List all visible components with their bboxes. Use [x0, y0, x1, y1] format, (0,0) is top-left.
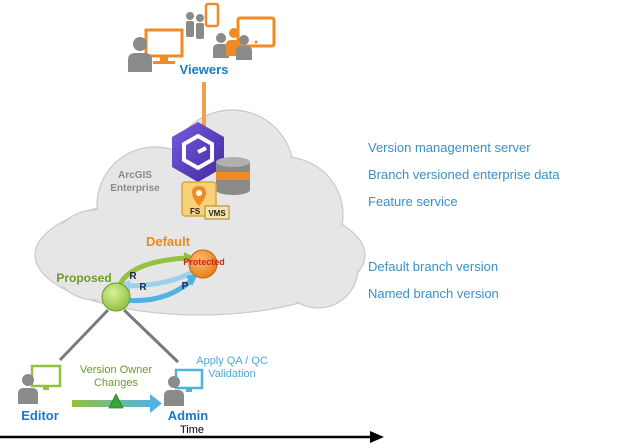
- legend-default-branch-version: Default branch version: [368, 259, 499, 274]
- default-branch-node: [188, 249, 218, 279]
- qa-qc-label-line2: Validation: [208, 368, 256, 380]
- default-branch-label: Default: [146, 234, 191, 249]
- legend-version-management-server: Version management server: [368, 140, 531, 155]
- proposed-branch-node: [101, 282, 131, 312]
- person-icon: [164, 376, 184, 406]
- vms-badge-text: VMS: [208, 209, 226, 218]
- person-icon: [186, 12, 204, 39]
- reconcile-r-label: R: [139, 282, 147, 293]
- database-icon: [216, 157, 250, 195]
- owner-changes-marker-icon: [108, 393, 124, 409]
- qa-qc-label-line1: Apply QA / QC: [196, 355, 268, 367]
- post-arrow: [123, 278, 194, 304]
- legend-named-branch-version: Named branch version: [368, 286, 499, 301]
- legend-feature-service: Feature service: [368, 194, 458, 209]
- editor-connector-line: [58, 308, 110, 362]
- arcgis-label-line1: ArcGIS: [118, 170, 152, 181]
- fs-badge-text: FS: [190, 207, 201, 216]
- person-icon: [128, 37, 152, 72]
- reconcile-arrow-bottom: [123, 267, 198, 289]
- post-p-label: P: [182, 281, 189, 292]
- timeline-arrowhead: [370, 431, 384, 443]
- timeline-label: Time: [180, 424, 204, 436]
- person-icon: [18, 374, 38, 404]
- version-management-server-icon: [172, 122, 224, 182]
- viewers-group: Viewers: [128, 2, 276, 77]
- handoff-arrow-head: [150, 394, 162, 413]
- reconcile-r-label: R: [129, 271, 137, 282]
- proposed-branch-label: Proposed: [56, 271, 111, 285]
- legend-branch-versioned-data: Branch versioned enterprise data: [368, 167, 560, 182]
- person-icon: [213, 33, 229, 58]
- arcgis-label-line2: Enterprise: [110, 183, 160, 194]
- feature-service-icon: FS VMS: [181, 181, 230, 220]
- phone-icon: [204, 2, 220, 28]
- person-icon: [236, 35, 252, 60]
- viewers-label: Viewers: [180, 62, 229, 77]
- admin-label: Admin: [168, 408, 209, 423]
- version-owner-label-line2: Changes: [94, 377, 139, 389]
- admin-workstation: Admin: [164, 368, 209, 423]
- editor-workstation: Editor: [18, 364, 62, 423]
- version-owner-label-line1: Version Owner: [80, 364, 152, 376]
- protected-label: Protected: [183, 257, 225, 267]
- desktop-monitor-icon: [30, 364, 62, 390]
- admin-connector-line: [122, 308, 180, 364]
- editor-label: Editor: [21, 408, 59, 423]
